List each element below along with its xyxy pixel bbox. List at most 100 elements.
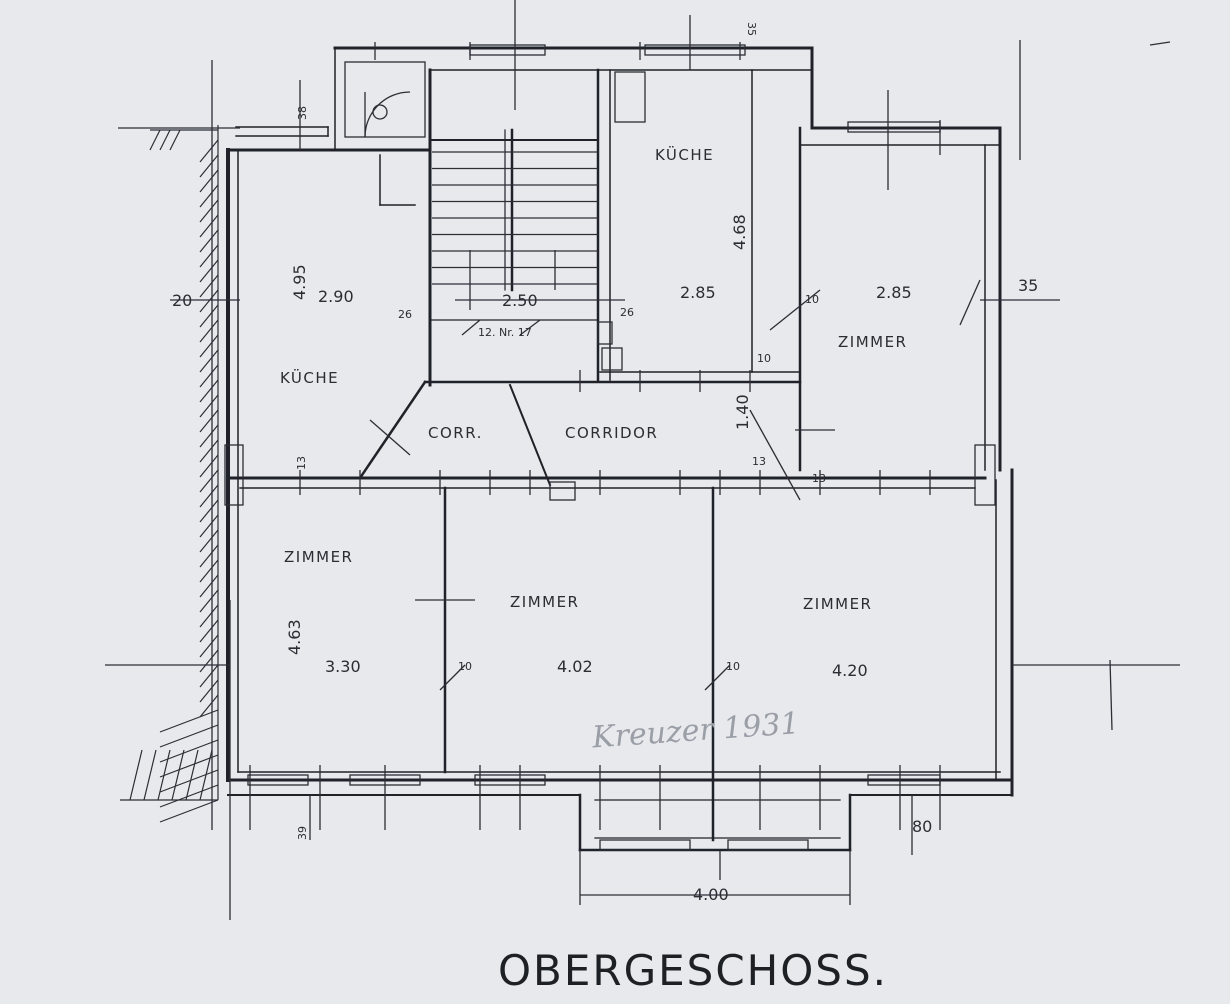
- room-label-zimmer-bottom-right: ZIMMER: [803, 595, 872, 613]
- room-label-zimmer-bottom-mid: ZIMMER: [510, 593, 579, 611]
- party-wall-hatching: [120, 125, 219, 823]
- wall-hatch-line: [159, 799, 219, 823]
- dim-402: 4.02: [557, 657, 593, 676]
- wall-hatch-line: [199, 664, 219, 688]
- wall-hatch-line: [199, 589, 219, 613]
- wall-hatch-line: [199, 749, 213, 801]
- room-label-zimmer-right-top: ZIMMER: [838, 333, 907, 351]
- wall-hatch-line: [199, 619, 219, 643]
- wall-hatch-line: [169, 129, 181, 151]
- dim-35-right: 35: [1018, 276, 1038, 295]
- wall-hatch-line: [199, 259, 219, 283]
- wall-hatch-line: [199, 529, 219, 553]
- wall-hatch-line: [199, 274, 219, 298]
- wall-hatch-line: [159, 754, 219, 778]
- wall-hatch-line: [159, 724, 219, 748]
- interior-walls: [228, 68, 987, 842]
- dimension-labels: 2.90 2.50 2.85 2.85 4.95 4.68 4.63 1.40 …: [172, 22, 1038, 904]
- wall-hatch-line: [159, 129, 171, 151]
- staircase: [431, 128, 599, 321]
- dim-290: 2.90: [318, 287, 354, 306]
- wall-hatch-line: [199, 199, 219, 223]
- wall-hatch-line: [199, 409, 219, 433]
- wall-hatch-line: [159, 709, 219, 733]
- dimension-lines: [105, 0, 1180, 920]
- wall-hatch-line: [199, 604, 219, 628]
- wall-hatch-line: [199, 244, 219, 268]
- dim-468: 4.68: [730, 214, 749, 250]
- wall-hatch-line: [199, 469, 219, 493]
- wall-hatch-line: [199, 184, 219, 208]
- wall-hatch-line: [159, 739, 219, 763]
- dim-420: 4.20: [832, 661, 868, 680]
- wall-hatch-line: [199, 394, 219, 418]
- dim-10-d: 10: [757, 352, 771, 365]
- dim-13-c: 13: [812, 472, 826, 485]
- wall-hatch-line: [199, 289, 219, 313]
- dim-285-b: 2.85: [876, 283, 912, 302]
- room-label-corridor: CORRIDOR: [565, 424, 658, 442]
- wall-hatch-line: [159, 784, 219, 808]
- dim-10-c: 10: [726, 660, 740, 673]
- pencil-signature: Kreuzer 1931: [590, 706, 801, 755]
- dim-10-a: 10: [805, 293, 819, 306]
- wc-door-symbol: [344, 61, 426, 138]
- room-label-kueche-top: KÜCHE: [655, 145, 714, 164]
- dim-13-b: 13: [752, 455, 766, 468]
- dim-495: 4.95: [290, 264, 309, 300]
- wall-hatch-line: [199, 139, 219, 163]
- dim-400: 4.00: [693, 885, 729, 904]
- wall-hatch-line: [185, 749, 199, 801]
- wall-hatch-line: [157, 749, 171, 801]
- wall-hatch-line: [199, 544, 219, 568]
- dim-10-b: 10: [458, 660, 472, 673]
- wall-hatch-line: [143, 749, 157, 801]
- dim-250: 2.50: [502, 291, 538, 310]
- wall-hatch-line: [199, 634, 219, 658]
- wall-hatch-line: [149, 129, 161, 151]
- wall-hatch-line: [199, 379, 219, 403]
- wall-hatch-line: [199, 304, 219, 328]
- wall-hatch-line: [199, 484, 219, 508]
- stair-note: 12. Nr. 17: [478, 326, 532, 339]
- dim-39: 39: [296, 826, 309, 840]
- drawing-title: OBERGESCHOSS.: [498, 946, 888, 995]
- dim-80: 80: [912, 817, 932, 836]
- wall-hatch-line: [199, 574, 219, 598]
- wall-hatch-line: [199, 694, 219, 718]
- dim-330: 3.30: [325, 657, 361, 676]
- wall-hatch-line: [199, 514, 219, 538]
- dim-20: 20: [172, 291, 192, 310]
- dim-285-a: 2.85: [680, 283, 716, 302]
- wall-hatch-line: [199, 364, 219, 388]
- wall-hatch-line: [199, 559, 219, 583]
- wall-hatch-line: [199, 319, 219, 343]
- wall-hatch-line: [159, 769, 219, 793]
- dim-26-left: 26: [398, 308, 412, 321]
- wall-hatch-line: [199, 679, 219, 703]
- wall-hatch-line: [199, 154, 219, 178]
- room-label-zimmer-bottom-left: ZIMMER: [284, 548, 353, 566]
- dim-26-right: 26: [620, 306, 634, 319]
- wall-hatch-line: [199, 649, 219, 673]
- wall-hatch-line: [199, 454, 219, 478]
- wall-hatch-line: [171, 749, 185, 801]
- wall-hatch-line: [199, 334, 219, 358]
- dim-13-a: 13: [295, 456, 308, 470]
- room-label-corr: CORR.: [428, 424, 483, 442]
- wall-hatch-line: [199, 214, 219, 238]
- wall-hatch-line: [199, 169, 219, 193]
- dim-463: 4.63: [285, 619, 304, 655]
- wall-hatch-line: [199, 349, 219, 373]
- wall-hatch-line: [129, 749, 143, 801]
- dim-140: 1.40: [733, 394, 752, 430]
- wall-hatch-line: [199, 439, 219, 463]
- wall-hatch-line: [199, 229, 219, 253]
- wall-hatch-line: [199, 424, 219, 448]
- dim-38: 38: [296, 106, 309, 120]
- dim-35-top: 35: [745, 22, 758, 36]
- room-label-kueche-left: KÜCHE: [280, 368, 339, 387]
- wall-hatch-line: [199, 499, 219, 523]
- room-labels: KÜCHE KÜCHE ZIMMER CORR. CORRIDOR ZIMMER…: [280, 145, 907, 613]
